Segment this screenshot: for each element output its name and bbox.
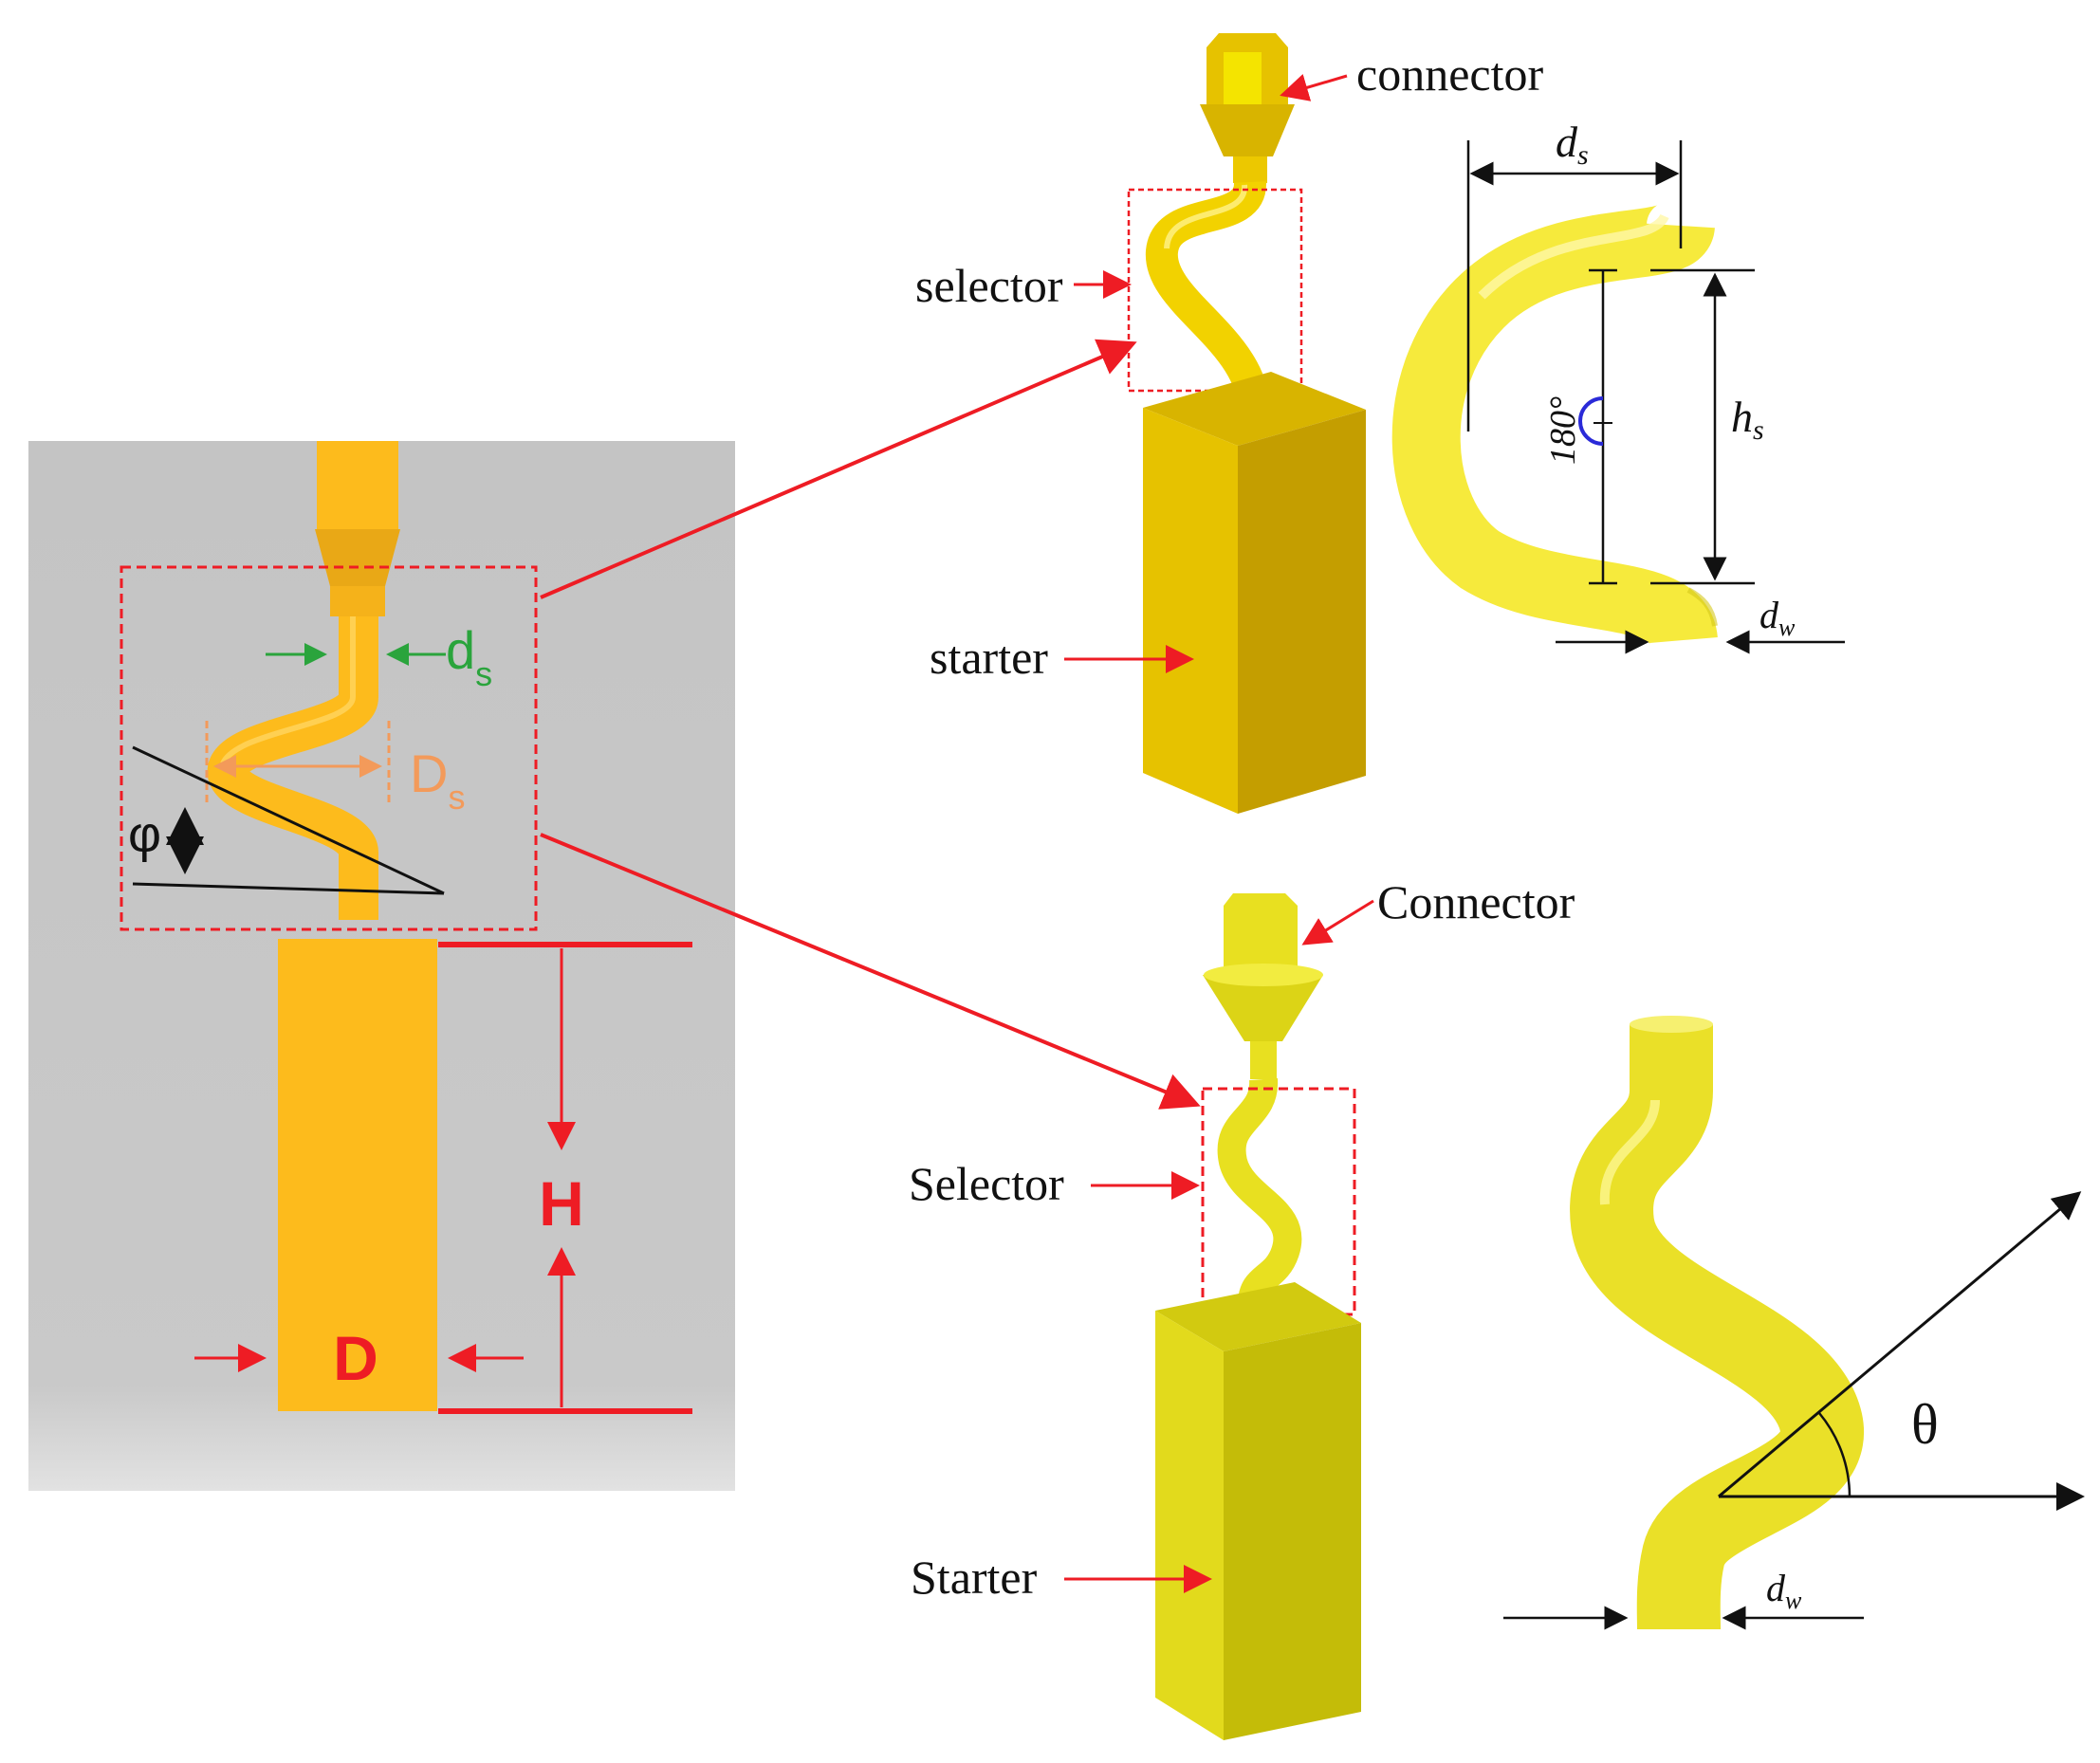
phi-label: φ [128,806,161,863]
arc-tube [1391,203,1718,648]
top-detail: ds hs 180° dw [1391,118,1845,654]
theta-tube [1570,1024,1864,1630]
dw-bottom-label: dw [1766,1567,1802,1614]
angle-180-label: 180° [1543,396,1583,465]
left-selection-box [120,565,538,931]
bottom-starter-right-face [1224,1323,1361,1740]
bottom-selection-box [1201,1087,1356,1316]
arrow-to-bottom-model [540,833,1201,1110]
phi-inclined-line [132,745,445,895]
top-connector-label: connector [1356,47,1543,101]
bottom-starter-left-face [1155,1311,1224,1740]
bottom-connector-pointer [1301,899,1374,946]
top-starter-right-face [1238,410,1366,814]
left-connector-rod [317,441,398,531]
left-cone [315,529,400,586]
phi-base-line [132,882,445,895]
D-label: D [333,1323,378,1393]
bottom-detail: θ dw [1503,1016,2085,1630]
bottom-selector-tube [1217,1077,1302,1306]
top-starter-left-face [1143,408,1238,814]
left-cone-neck [330,586,385,616]
bottom-starter-label: Starter [911,1551,1038,1604]
ds-label: ds [1556,118,1589,171]
arrow-to-top-model [540,339,1137,599]
top-selector-label: selector [915,259,1063,312]
top-model: connector selector starter [915,33,1543,814]
left-ds-label: ds [446,620,492,693]
theta-inclined-arrow [1718,1191,2082,1498]
left-Ds-label: Ds [410,744,465,817]
hs-label: hs [1731,393,1764,446]
bottom-connector-body [1224,893,1298,972]
theta-label: θ [1911,1393,1939,1456]
bottom-connector-cone [1203,975,1323,1041]
bottom-starter-top-face [1155,1282,1361,1351]
bottom-selector-label: Selector [909,1157,1064,1210]
left-panel: ds Ds φ H D [28,441,735,1491]
left-starter-block [278,939,437,1411]
theta-arc [1818,1412,1851,1497]
dw-top-label: dw [1759,594,1796,641]
bottom-model: Connector Selector Starter [909,875,1575,1740]
angle-180-arc [1578,396,1604,446]
H-label: H [539,1168,584,1239]
top-connector-pointer [1280,73,1348,101]
bottom-connector-label: Connector [1377,875,1575,928]
top-connector-cone [1200,104,1295,156]
top-starter-top-face [1143,372,1366,446]
top-starter-label: starter [930,631,1048,684]
